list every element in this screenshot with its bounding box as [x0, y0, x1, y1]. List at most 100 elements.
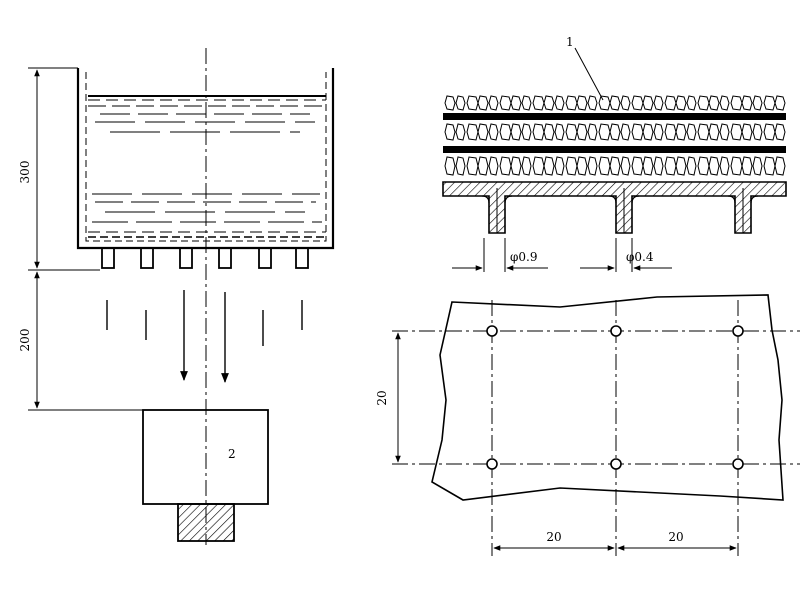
col-spacing-right-label: 20	[668, 530, 683, 544]
hole	[486, 325, 498, 337]
pebble	[521, 123, 532, 141]
pebble	[642, 95, 654, 111]
pebble	[488, 95, 499, 111]
pebble	[466, 156, 479, 176]
pebble	[719, 156, 730, 176]
pebble	[730, 156, 743, 176]
pebble	[576, 95, 588, 111]
pebble	[499, 156, 512, 176]
pebble	[708, 123, 720, 141]
pebble	[653, 123, 664, 141]
pebble	[642, 123, 654, 141]
pebble	[741, 123, 753, 141]
pebble	[598, 123, 611, 141]
pebble	[653, 156, 664, 176]
liquid-lines	[88, 95, 326, 238]
pebble	[763, 95, 776, 111]
pebble	[719, 95, 730, 111]
pebble	[741, 95, 753, 111]
pebble	[609, 123, 621, 141]
pebble	[598, 156, 611, 176]
pebble	[466, 95, 479, 111]
tank-inner	[85, 72, 327, 242]
plate-outline	[431, 294, 784, 501]
pebble	[774, 95, 786, 111]
section-view	[442, 47, 787, 272]
pebble	[587, 95, 598, 111]
col-spacing-left-label: 20	[546, 530, 561, 544]
pebble	[697, 156, 710, 176]
dim-200-label: 200	[18, 329, 32, 352]
pebble	[675, 123, 687, 141]
tip-fillet	[481, 195, 759, 204]
holes	[486, 325, 744, 470]
pebble	[510, 156, 522, 176]
pebble	[774, 123, 786, 141]
pebble	[664, 95, 677, 111]
tank-outer	[76, 68, 335, 250]
pebble	[543, 156, 555, 176]
pebble	[609, 156, 621, 176]
pebble	[686, 95, 697, 111]
dark-layer	[443, 146, 786, 153]
pebble	[477, 95, 489, 111]
pebble	[488, 156, 499, 176]
fiber-strands	[106, 290, 303, 383]
pebble	[598, 95, 611, 111]
row-spacing-label: 20	[375, 390, 389, 405]
pebble	[499, 95, 512, 111]
pebble	[620, 123, 631, 141]
pebble	[752, 95, 763, 111]
pebble	[510, 95, 522, 111]
pebble	[719, 123, 730, 141]
pebble	[532, 156, 545, 176]
pebble	[488, 123, 499, 141]
pebble	[521, 95, 532, 111]
pebble	[587, 123, 598, 141]
pebble	[664, 156, 677, 176]
hole	[610, 325, 622, 337]
pebble	[532, 123, 545, 141]
pebble	[444, 123, 456, 141]
pebble	[675, 156, 687, 176]
pebble	[543, 123, 555, 141]
pebble	[565, 95, 578, 111]
pebble	[664, 123, 677, 141]
pebble	[554, 95, 565, 111]
pebble	[752, 156, 763, 176]
pebble	[587, 156, 598, 176]
pebble	[554, 123, 565, 141]
pebble	[620, 95, 631, 111]
pebble	[532, 95, 545, 111]
pebble	[576, 156, 588, 176]
pebble	[444, 156, 456, 176]
pebble	[774, 156, 786, 176]
hole-center-lines	[392, 300, 800, 556]
pebble	[686, 123, 697, 141]
pebble	[510, 123, 522, 141]
pebble	[455, 95, 466, 111]
plan-view	[392, 294, 800, 556]
pebble	[631, 123, 644, 141]
pebble	[477, 123, 489, 141]
pebble	[609, 95, 621, 111]
hole	[732, 325, 744, 337]
hole	[486, 458, 498, 470]
pebble	[708, 156, 720, 176]
pebble	[565, 156, 578, 176]
pebble	[477, 156, 489, 176]
pebble	[543, 95, 555, 111]
pebble	[554, 156, 565, 176]
hole	[732, 458, 744, 470]
pebble	[444, 95, 456, 111]
pebble	[686, 156, 697, 176]
pebble	[763, 123, 776, 141]
pebble	[741, 156, 753, 176]
pebble	[730, 95, 743, 111]
pebble	[675, 95, 687, 111]
phi-0-4-label: φ0.4	[626, 250, 654, 264]
dim-300-label: 300	[18, 161, 32, 184]
pebble	[631, 95, 644, 111]
pebble	[631, 156, 644, 176]
